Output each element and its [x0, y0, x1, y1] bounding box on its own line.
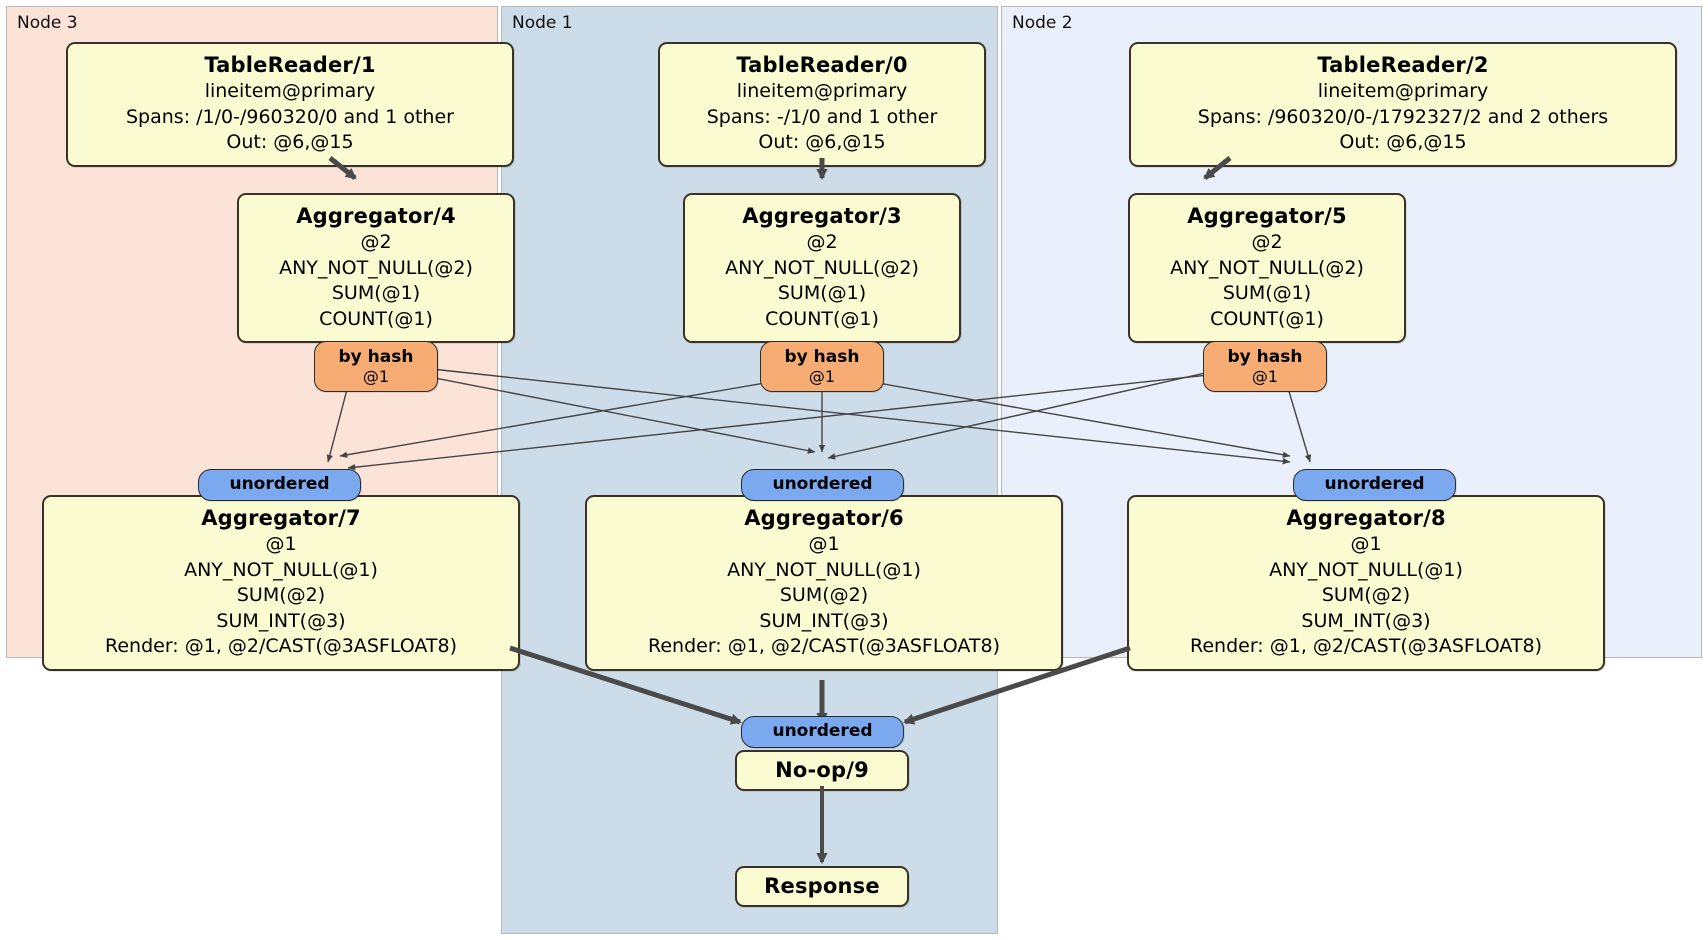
- hash-router-label: by hash: [784, 347, 860, 367]
- processor-response[interactable]: Response: [735, 866, 909, 907]
- processor-line: ANY_NOT_NULL(@2): [725, 256, 919, 279]
- processor-line: SUM_INT(@3): [216, 609, 346, 632]
- processor-line: @1: [265, 533, 297, 555]
- processor-line: lineitem@primary: [204, 80, 376, 102]
- processor-line: ANY_NOT_NULL(@2): [1170, 256, 1364, 279]
- processor-line: COUNT(@1): [765, 307, 879, 330]
- processor-line: Spans: /960320/0-/1792327/2 and 2 others: [1197, 105, 1609, 128]
- hash-router-column: @1: [808, 367, 836, 386]
- synchronizer-label: unordered: [229, 474, 330, 494]
- synchronizer-left[interactable]: unordered: [198, 469, 361, 501]
- processor-line: Out: @6,@15: [758, 131, 886, 153]
- processor-line: COUNT(@1): [1210, 307, 1324, 330]
- node-panel-label-node1: Node 1: [512, 13, 573, 33]
- hash-router-column: @1: [362, 367, 390, 386]
- processor-title: TableReader/1: [204, 53, 376, 77]
- processor-line: ANY_NOT_NULL(@1): [1269, 558, 1463, 581]
- node-panel-label-node3: Node 3: [17, 13, 78, 33]
- processor-line: SUM(@1): [1222, 282, 1312, 304]
- processor-line: SUM(@2): [1321, 584, 1411, 606]
- processor-aggregator-5[interactable]: Aggregator/5 @2 ANY_NOT_NULL(@2) SUM(@1)…: [1128, 193, 1406, 343]
- processor-line: SUM(@1): [331, 282, 421, 304]
- processor-aggregator-4[interactable]: Aggregator/4 @2 ANY_NOT_NULL(@2) SUM(@1)…: [237, 193, 515, 343]
- processor-line: Spans: /1/0-/960320/0 and 1 other: [126, 105, 454, 128]
- processor-line: @2: [360, 231, 392, 253]
- hash-router-label: by hash: [338, 347, 414, 367]
- processor-table-reader-1[interactable]: TableReader/1 lineitem@primary Spans: /1…: [66, 42, 514, 167]
- processor-title: TableReader/0: [736, 53, 908, 77]
- processor-aggregator-6[interactable]: Aggregator/6 @1 ANY_NOT_NULL(@1) SUM(@2)…: [585, 495, 1063, 671]
- hash-router-middle[interactable]: by hash @1: [760, 341, 884, 392]
- processor-line: lineitem@primary: [1317, 80, 1489, 102]
- processor-line: COUNT(@1): [319, 307, 433, 330]
- processor-line: Render: @1, @2/CAST(@3ASFLOAT8): [105, 635, 457, 657]
- processor-title: TableReader/2: [1317, 53, 1489, 77]
- processor-line: @1: [808, 533, 840, 555]
- processor-title: Aggregator/6: [744, 506, 904, 530]
- processor-line: ANY_NOT_NULL(@1): [184, 558, 378, 581]
- processor-title: Aggregator/5: [1187, 204, 1347, 228]
- processor-line: Out: @6,@15: [1339, 131, 1467, 153]
- processor-line: ANY_NOT_NULL(@1): [727, 558, 921, 581]
- processor-line: Spans: -/1/0 and 1 other: [706, 105, 938, 128]
- processor-title: No-op/9: [775, 758, 869, 782]
- processor-line: Out: @6,@15: [226, 131, 354, 153]
- node-panel-label-node2: Node 2: [1012, 13, 1073, 33]
- processor-aggregator-8[interactable]: Aggregator/8 @1 ANY_NOT_NULL(@1) SUM(@2)…: [1127, 495, 1605, 671]
- processor-line: SUM(@2): [236, 584, 326, 606]
- processor-title: Response: [764, 874, 880, 898]
- synchronizer-label: unordered: [772, 721, 873, 741]
- hash-router-left[interactable]: by hash @1: [314, 341, 438, 392]
- processor-line: SUM_INT(@3): [759, 609, 889, 632]
- processor-line: Render: @1, @2/CAST(@3ASFLOAT8): [1190, 635, 1542, 657]
- processor-table-reader-0[interactable]: TableReader/0 lineitem@primary Spans: -/…: [658, 42, 986, 167]
- processor-line: ANY_NOT_NULL(@2): [279, 256, 473, 279]
- processor-title: Aggregator/3: [742, 204, 902, 228]
- processor-line: SUM(@2): [779, 584, 869, 606]
- processor-noop-9[interactable]: No-op/9: [735, 750, 909, 791]
- processor-line: Render: @1, @2/CAST(@3ASFLOAT8): [648, 635, 1000, 657]
- hash-router-column: @1: [1251, 367, 1279, 386]
- synchronizer-label: unordered: [1324, 474, 1425, 494]
- hash-router-label: by hash: [1227, 347, 1303, 367]
- processor-line: @2: [806, 231, 838, 253]
- processor-line: @1: [1350, 533, 1382, 555]
- synchronizer-final[interactable]: unordered: [741, 716, 904, 748]
- processor-line: SUM_INT(@3): [1301, 609, 1431, 632]
- processor-title: Aggregator/8: [1286, 506, 1446, 530]
- synchronizer-middle[interactable]: unordered: [741, 469, 904, 501]
- processor-aggregator-3[interactable]: Aggregator/3 @2 ANY_NOT_NULL(@2) SUM(@1)…: [683, 193, 961, 343]
- processor-title: Aggregator/4: [296, 204, 456, 228]
- synchronizer-label: unordered: [772, 474, 873, 494]
- processor-line: lineitem@primary: [736, 80, 908, 102]
- synchronizer-right[interactable]: unordered: [1293, 469, 1456, 501]
- processor-line: SUM(@1): [777, 282, 867, 304]
- hash-router-right[interactable]: by hash @1: [1203, 341, 1327, 392]
- processor-table-reader-2[interactable]: TableReader/2 lineitem@primary Spans: /9…: [1129, 42, 1677, 167]
- processor-aggregator-7[interactable]: Aggregator/7 @1 ANY_NOT_NULL(@1) SUM(@2)…: [42, 495, 520, 671]
- processor-title: Aggregator/7: [201, 506, 361, 530]
- processor-line: @2: [1251, 231, 1283, 253]
